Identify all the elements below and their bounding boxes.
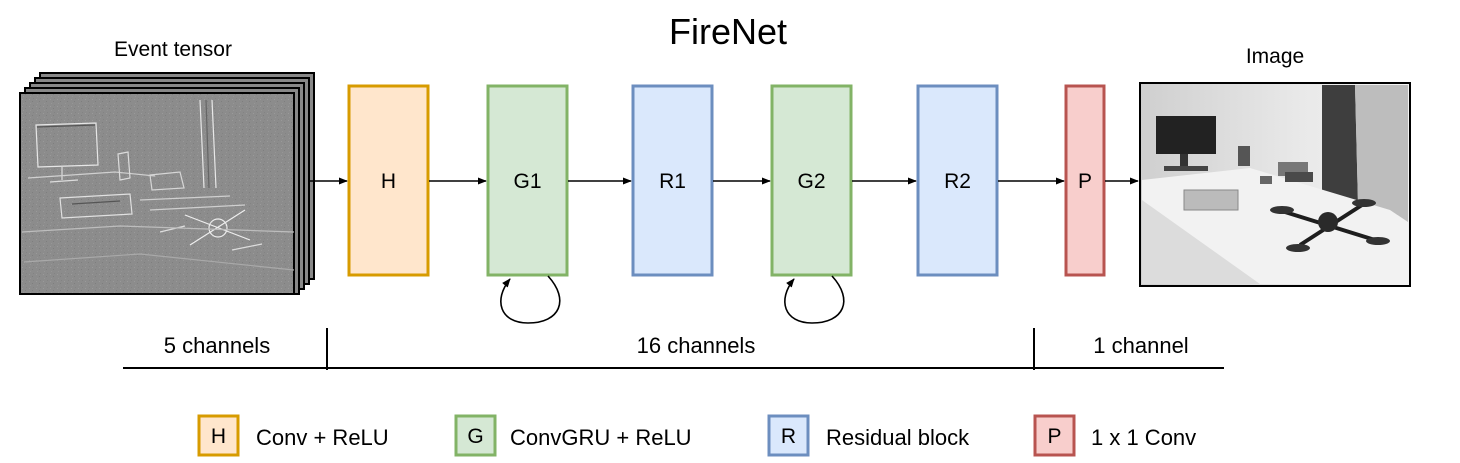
block-R1-label: R1	[659, 170, 686, 193]
block-G2: G2	[770, 84, 853, 277]
output-image	[1139, 82, 1411, 287]
legend-key-G: G	[467, 425, 483, 448]
loop-G2	[784, 275, 845, 324]
legend-key-H: H	[211, 425, 226, 448]
legend: H Conv + ReLU G ConvGRU + ReLU R Residua…	[197, 414, 1196, 457]
block-P-label: P	[1078, 170, 1092, 193]
channels-1: 1 channel	[1093, 333, 1188, 358]
block-R1: R1	[631, 84, 714, 277]
loop-G1	[500, 275, 561, 324]
block-G1: G1	[486, 84, 569, 277]
diagram-title: FireNet	[669, 11, 787, 52]
channel-annotations	[123, 328, 1224, 370]
legend-text-proj: 1 x 1 Conv	[1091, 425, 1196, 450]
legend-text-res: Residual block	[826, 425, 970, 450]
event-tensor-frame	[19, 92, 295, 295]
channels-5: 5 channels	[164, 333, 270, 358]
legend-key-P: P	[1047, 425, 1061, 448]
legend-text-conv: Conv + ReLU	[256, 425, 389, 450]
legend-item-conv: H Conv + ReLU	[197, 414, 389, 457]
legend-text-gru: ConvGRU + ReLU	[510, 425, 692, 450]
input-label: Event tensor	[114, 38, 232, 61]
block-R2-label: R2	[944, 170, 971, 193]
legend-item-res: R Residual block	[767, 414, 970, 457]
legend-item-proj: P 1 x 1 Conv	[1033, 414, 1196, 457]
block-R2: R2	[916, 84, 999, 277]
recurrent-loops	[500, 275, 845, 324]
output-label: Image	[1246, 45, 1304, 68]
block-P: P	[1064, 84, 1106, 277]
legend-key-R: R	[781, 425, 796, 448]
block-H-label: H	[381, 170, 396, 193]
block-G1-label: G1	[513, 170, 541, 193]
legend-item-gru: G ConvGRU + ReLU	[454, 414, 692, 457]
channels-16: 16 channels	[637, 333, 756, 358]
block-H: H	[347, 84, 430, 277]
event-tensor-stack	[19, 72, 315, 295]
block-G2-label: G2	[797, 170, 825, 193]
